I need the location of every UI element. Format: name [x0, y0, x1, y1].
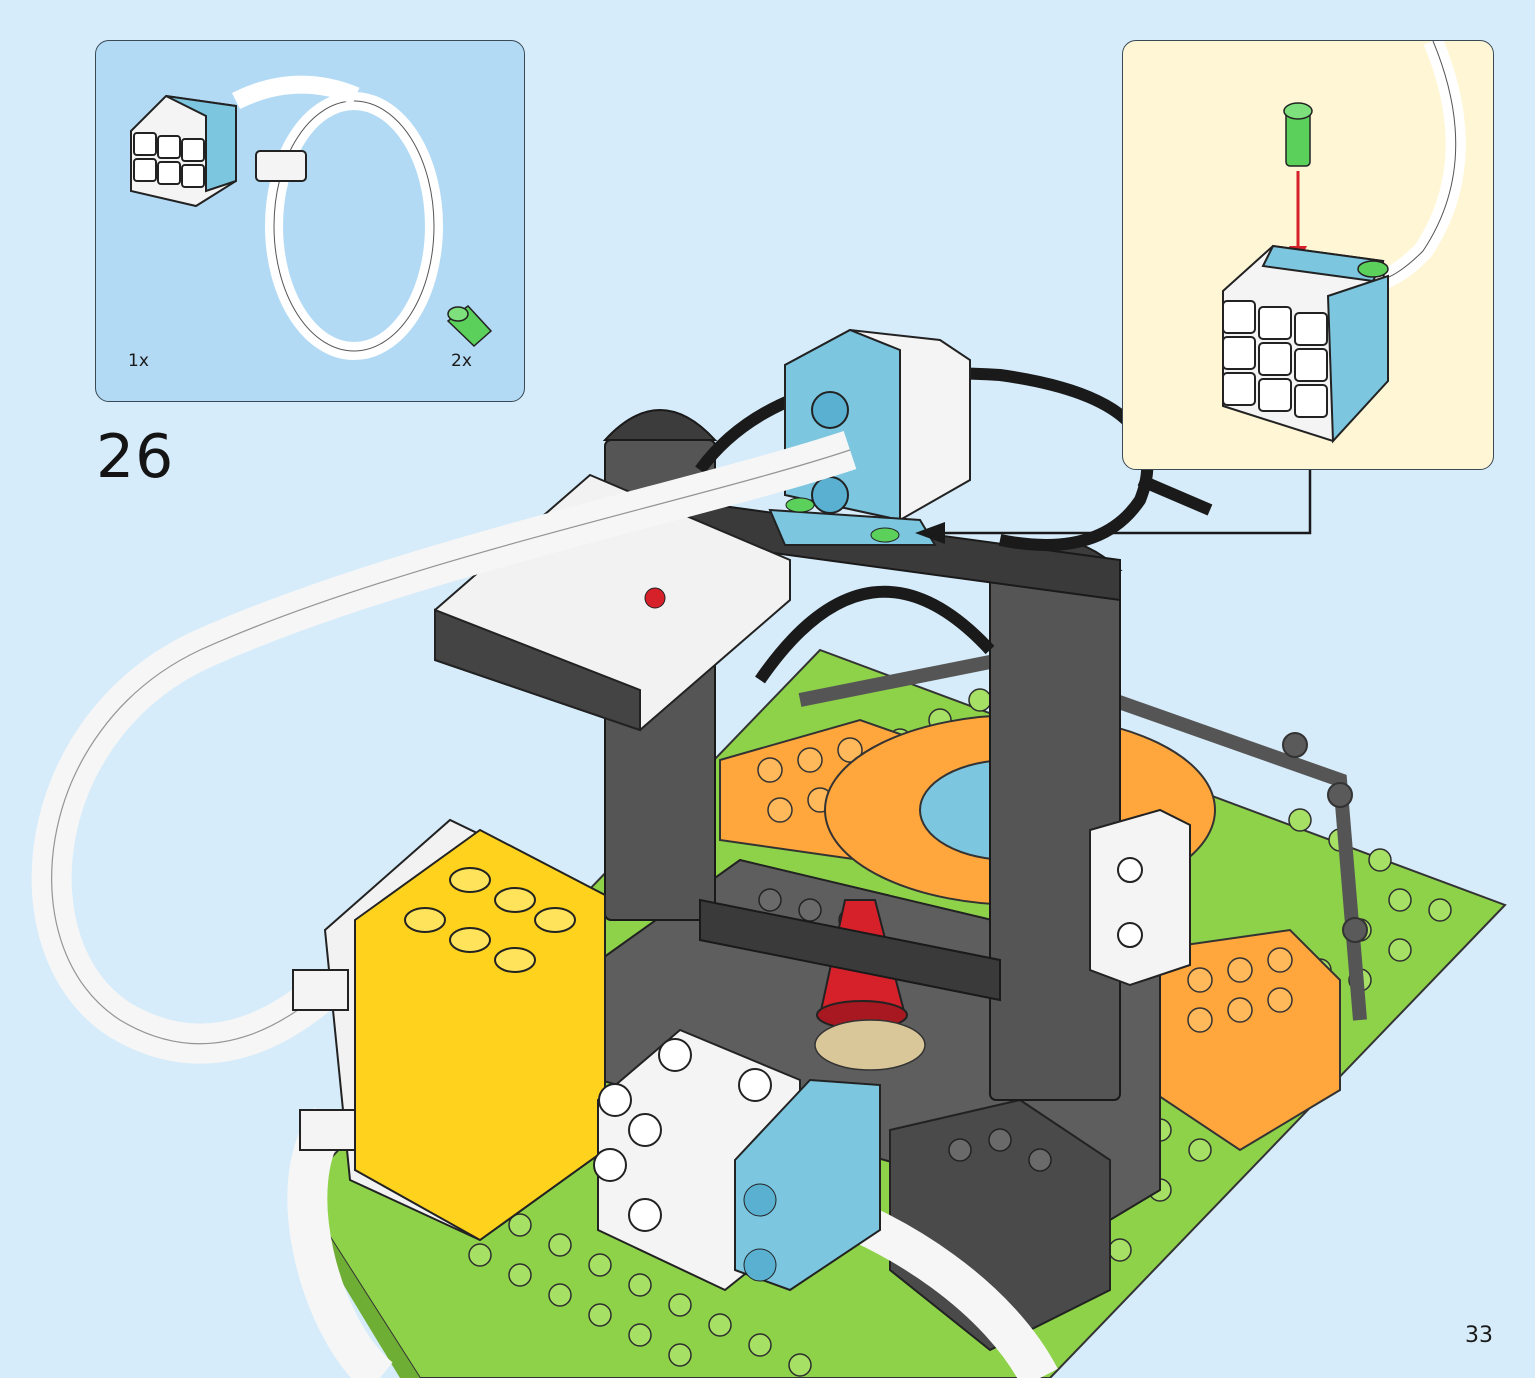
yellow-smart-hub — [292, 818, 606, 1242]
color-sensor-icon — [1222, 244, 1390, 444]
connector-peg-icon — [1283, 102, 1313, 167]
color-sensor-icon — [130, 94, 237, 208]
quantity-label-sensor: 1x — [128, 351, 149, 371]
parts-list-callout: 1x 2x — [95, 40, 525, 402]
parts-art — [130, 75, 493, 360]
cable-icon — [255, 150, 307, 182]
motor-block — [593, 1028, 881, 1292]
quantity-label-peg: 2x — [451, 351, 472, 371]
white-sensor-right — [1089, 808, 1191, 987]
assembly-detail-callout — [1122, 40, 1494, 470]
callout-pointer — [915, 470, 1312, 544]
page-number: 33 — [1465, 1323, 1493, 1348]
black-cable-arc — [755, 585, 995, 684]
fence — [798, 652, 1368, 1021]
connector-peg-icon — [446, 304, 493, 348]
detail-art — [1222, 41, 1466, 444]
black-cable-tail — [1137, 474, 1213, 516]
color-sensor-top — [768, 328, 971, 546]
step-number: 26 — [96, 422, 175, 492]
